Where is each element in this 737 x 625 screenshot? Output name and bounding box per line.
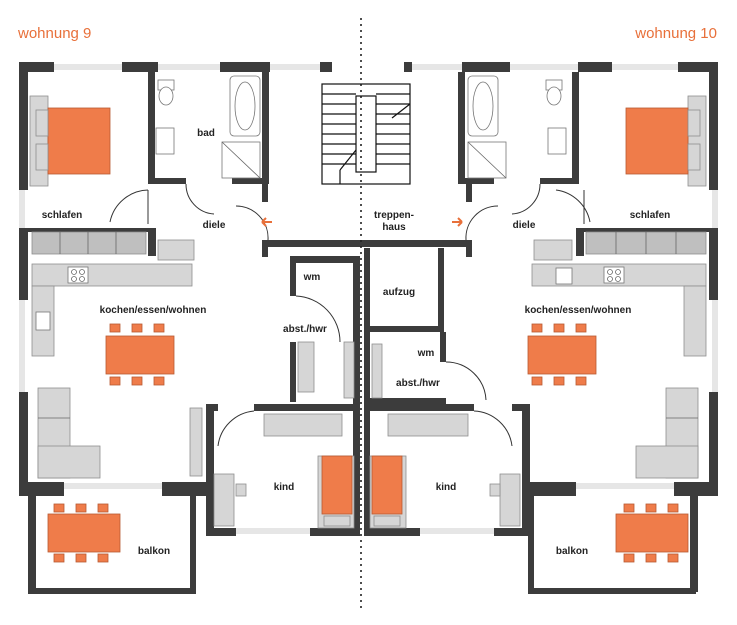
balcony-table-right	[615, 503, 689, 563]
sofa-right	[635, 387, 699, 479]
label-wm-left: wm	[303, 272, 321, 283]
kitchen-right	[531, 263, 707, 357]
label-diele-left: diele	[203, 220, 226, 231]
bed-left	[29, 95, 111, 187]
label-balkon-left: balkon	[138, 546, 170, 557]
label-diele-right: diele	[513, 220, 536, 231]
arrow-icons	[261, 217, 463, 227]
windows	[19, 64, 718, 534]
label-wm-right: wm	[417, 348, 435, 359]
hall-cabinets	[263, 341, 469, 437]
balcony-table-left	[47, 503, 121, 563]
label-balkon-right: balkon	[556, 546, 588, 557]
label-kind-left: kind	[274, 482, 295, 493]
label-kochen-left: kochen/essen/wohnen	[100, 305, 207, 316]
wardrobe-left	[31, 231, 195, 261]
kind-right-furniture	[369, 455, 521, 529]
dining-table-right	[527, 323, 597, 386]
bathroom-fixtures-right	[467, 75, 567, 179]
title-wohnung-9: wohnung 9	[17, 25, 91, 42]
walls	[19, 62, 718, 594]
label-bad: bad	[197, 128, 215, 139]
label-abst-right: abst./hwr	[396, 378, 440, 389]
label-abst-left: abst./hwr	[283, 324, 327, 335]
sofa-left	[37, 387, 203, 479]
bed-right	[625, 95, 707, 187]
kitchen-left	[31, 263, 193, 357]
label-treppenhaus-2: haus	[382, 222, 406, 233]
label-kind-right: kind	[436, 482, 457, 493]
staircase	[321, 83, 411, 185]
dining-table-left	[105, 323, 175, 386]
arrow-left-icon	[261, 217, 272, 227]
label-kochen-right: kochen/essen/wohnen	[525, 305, 632, 316]
doors	[109, 183, 591, 447]
label-schlafen-left: schlafen	[42, 210, 83, 221]
label-treppenhaus-1: treppen-	[374, 210, 414, 221]
label-aufzug: aufzug	[383, 287, 415, 298]
label-schlafen-right: schlafen	[630, 210, 671, 221]
kind-left-furniture	[213, 455, 355, 529]
arrow-right-icon	[452, 217, 463, 227]
bathroom-fixtures-left	[155, 75, 261, 179]
wardrobe-right	[533, 231, 707, 261]
title-wohnung-10: wohnung 10	[634, 25, 717, 42]
